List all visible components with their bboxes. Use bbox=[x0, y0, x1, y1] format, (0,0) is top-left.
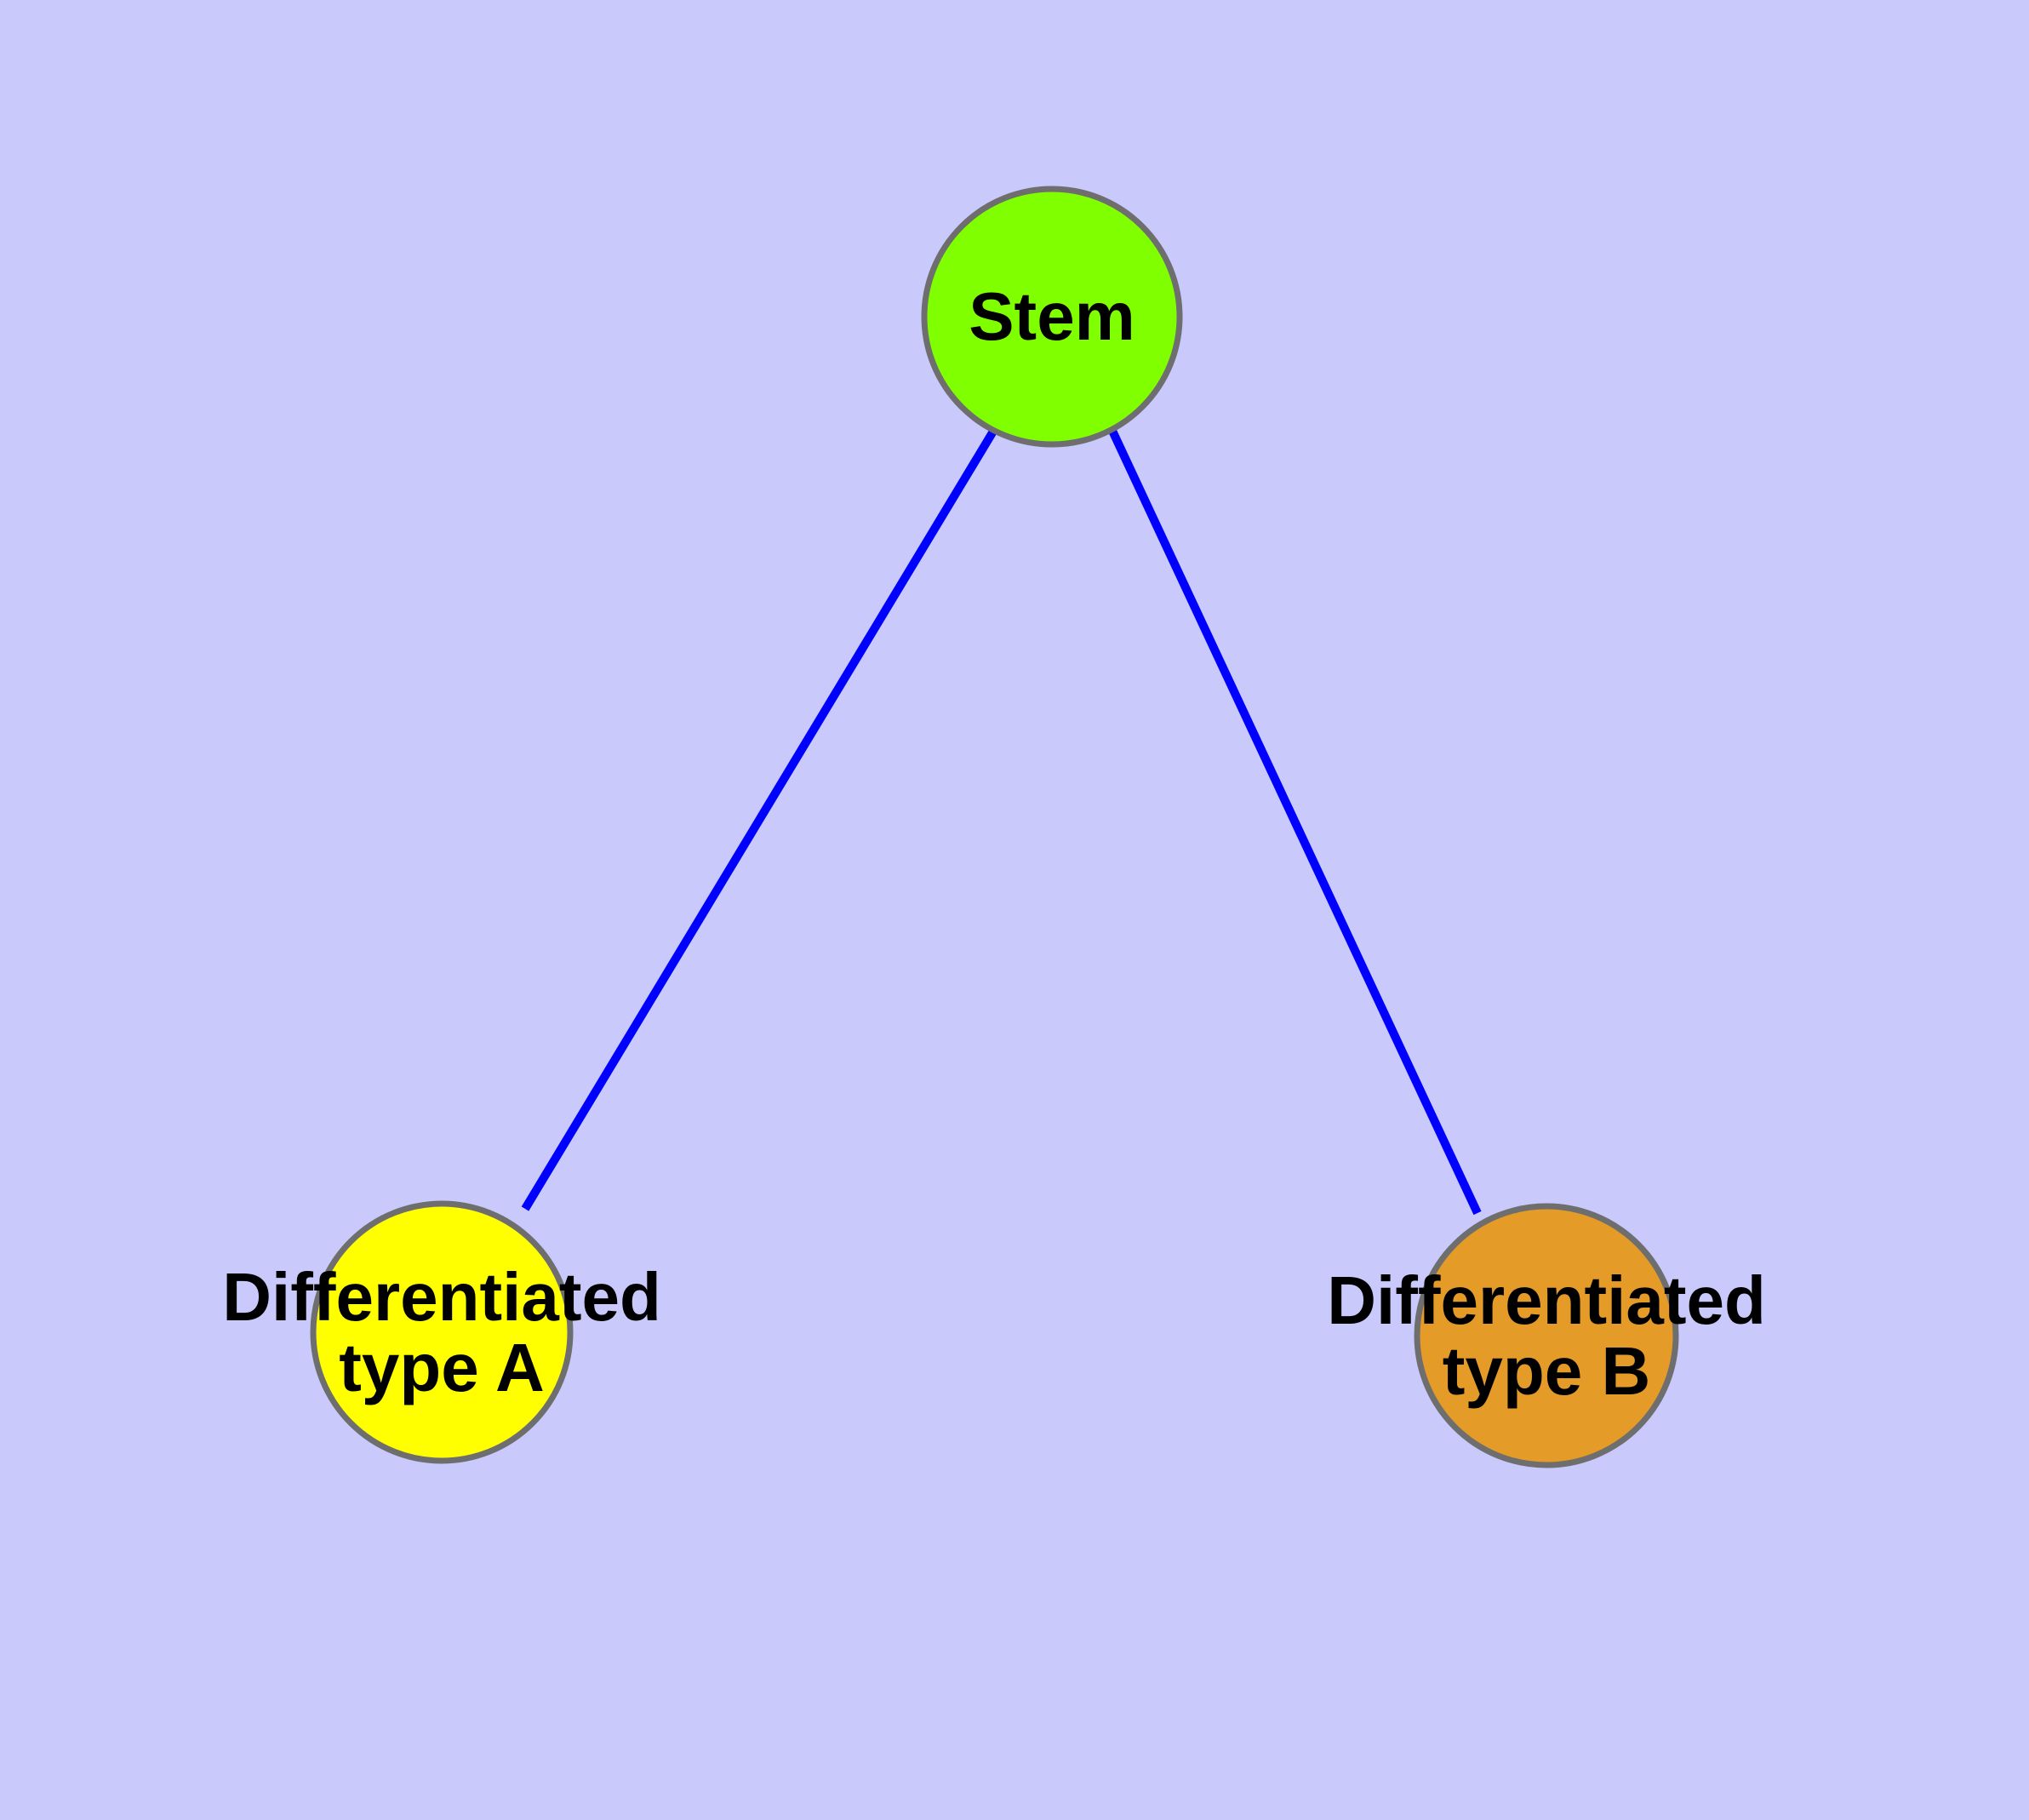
edge-stem-to-differentiated-type-a bbox=[521, 427, 998, 1211]
edges-group bbox=[521, 427, 1482, 1216]
edge-stem-to-differentiated-type-b bbox=[1108, 428, 1482, 1216]
node-differentiated-type-a[interactable] bbox=[310, 1200, 574, 1464]
nodes-group bbox=[310, 186, 1679, 1468]
node-differentiated-type-b[interactable] bbox=[1414, 1203, 1679, 1468]
node-stem[interactable] bbox=[921, 186, 1183, 448]
